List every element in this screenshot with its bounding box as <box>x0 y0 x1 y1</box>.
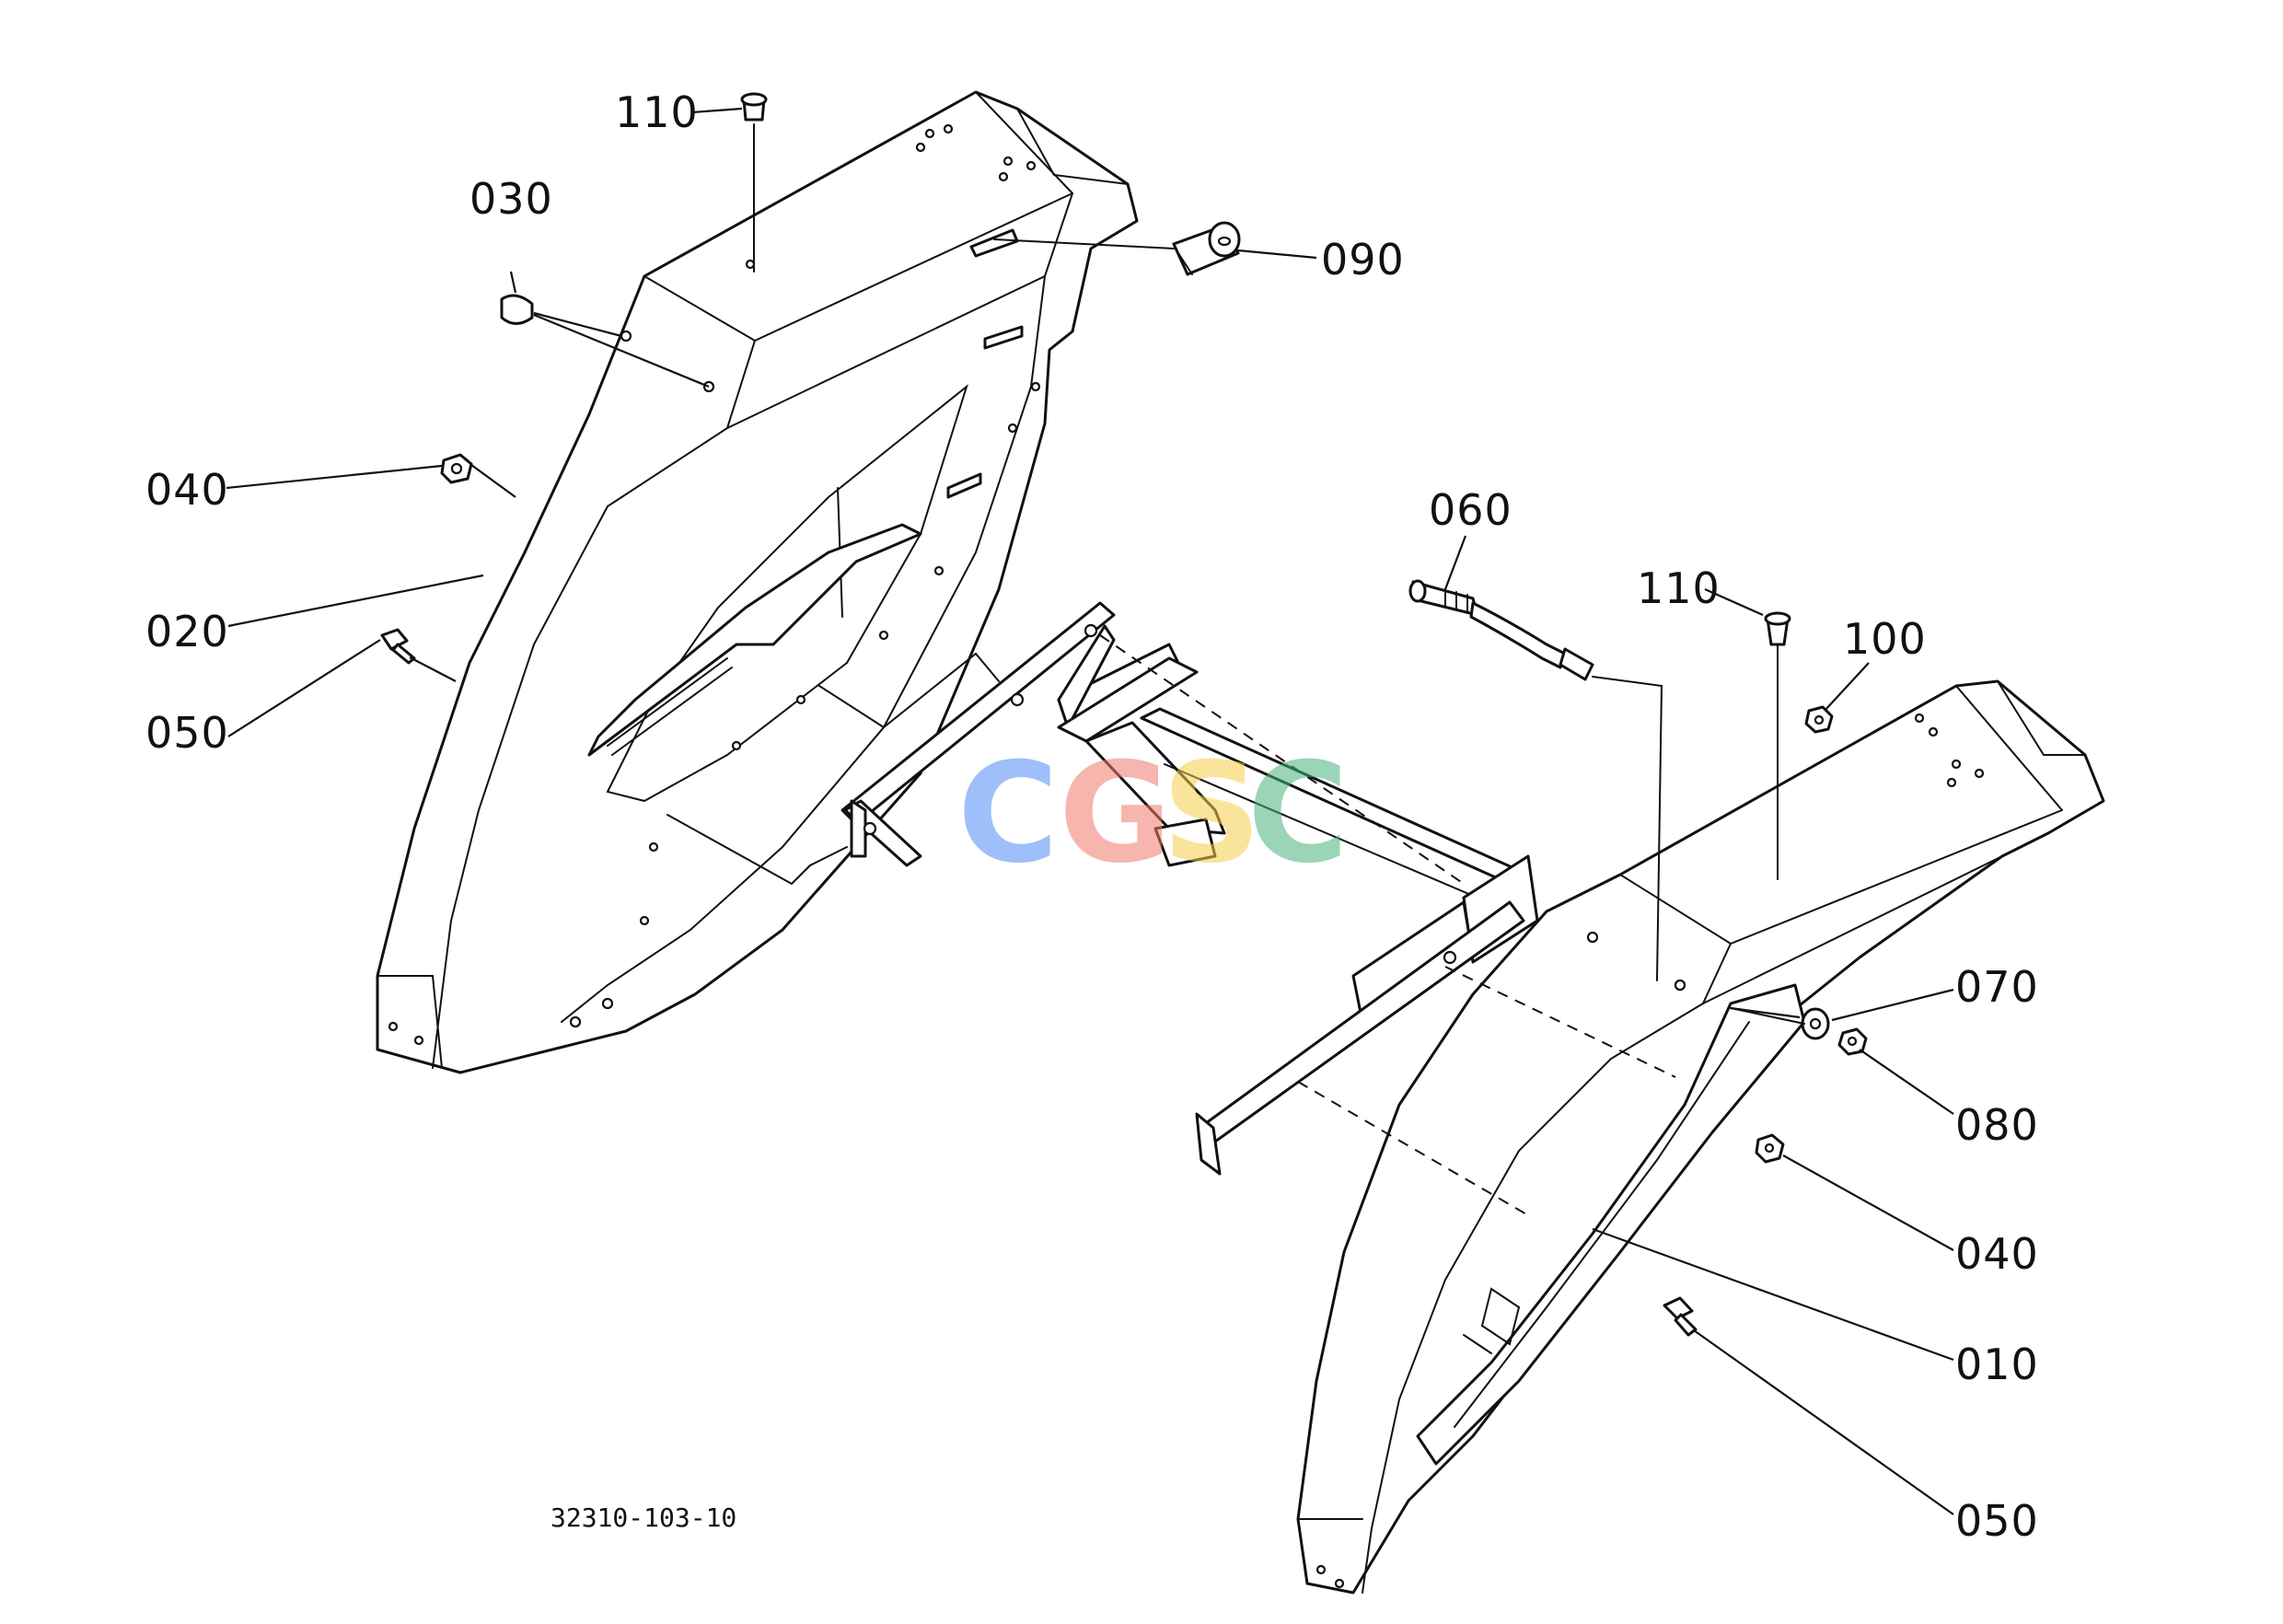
callout-060: 060 <box>1429 485 1512 535</box>
callout-030: 030 <box>469 174 553 224</box>
callout-110-top: 110 <box>615 87 699 137</box>
knob-110-top <box>740 92 768 122</box>
washer-070 <box>1801 1007 1830 1040</box>
knob-110-right <box>1764 611 1791 646</box>
callout-050-left: 050 <box>145 708 229 758</box>
grommet-090 <box>1172 221 1241 276</box>
cap-030 <box>500 294 534 325</box>
callout-070: 070 <box>1955 962 2039 1012</box>
nut-040-left <box>440 453 473 484</box>
callout-100: 100 <box>1843 614 1927 664</box>
watermark-letter-4: C <box>1247 734 1349 894</box>
hose-060 <box>1408 579 1594 681</box>
callout-010: 010 <box>1955 1340 2039 1389</box>
callout-040-right: 040 <box>1955 1229 2039 1279</box>
callout-110-right: 110 <box>1637 563 1721 613</box>
center-bracket <box>840 601 1539 1176</box>
watermark-logo: C G S C <box>957 734 1349 894</box>
right-fender <box>1296 679 2105 1595</box>
callout-040-left: 040 <box>145 465 229 515</box>
bolt-050-left <box>380 628 416 665</box>
callout-050-right: 050 <box>1955 1496 2039 1546</box>
nut-040-right <box>1755 1133 1785 1164</box>
callout-020: 020 <box>145 607 229 656</box>
watermark-letter-2: G <box>1059 734 1172 894</box>
bolt-050-right <box>1663 1296 1698 1337</box>
nut-100 <box>1804 705 1834 734</box>
watermark-letter-3: S <box>1162 734 1261 894</box>
callout-080: 080 <box>1955 1100 2039 1150</box>
left-fender <box>376 90 1139 1074</box>
assembly-lines <box>666 123 1805 1216</box>
leader-lines <box>226 107 1954 1515</box>
watermark-letter-1: C <box>957 734 1059 894</box>
drawing-code: 32310-103-10 <box>550 1502 736 1533</box>
callout-090: 090 <box>1321 235 1405 284</box>
